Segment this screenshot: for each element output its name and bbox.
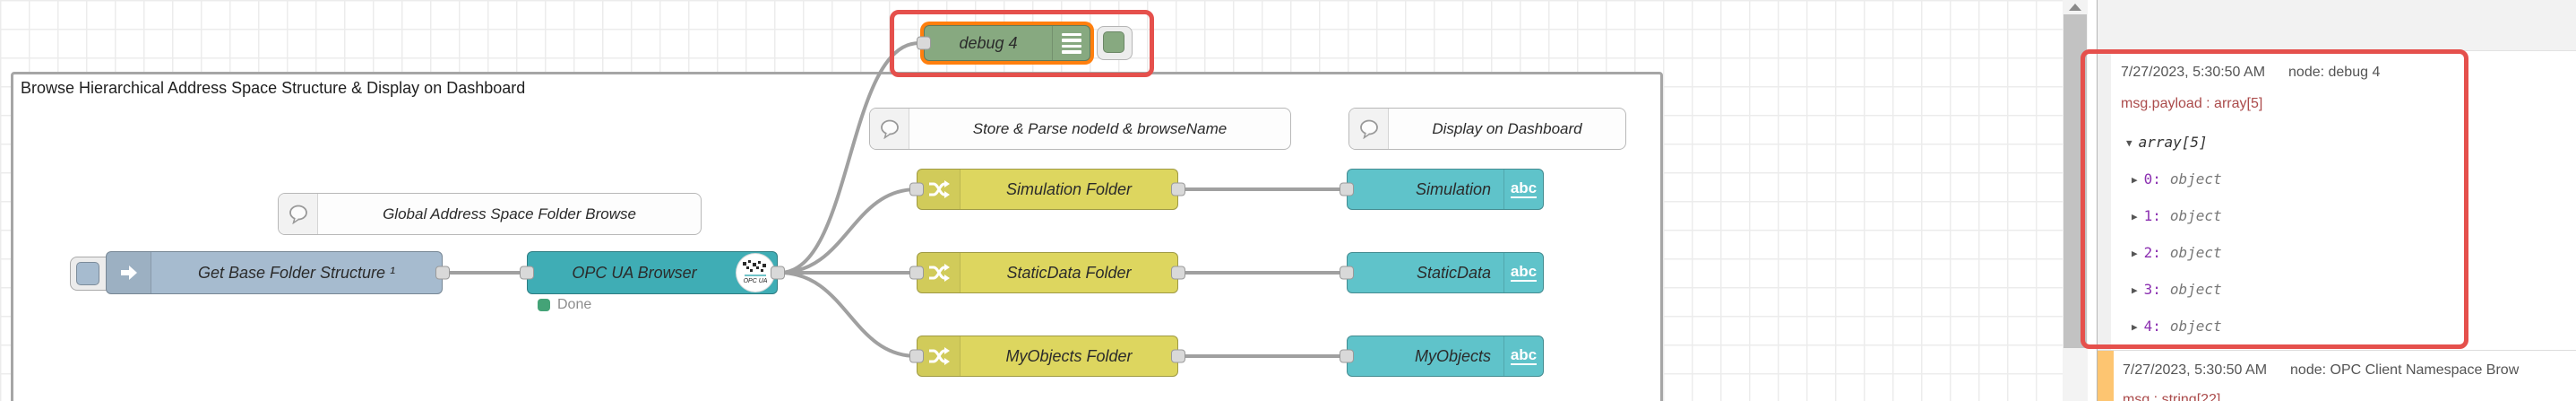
opcua-browser-node[interactable]: OPC UA Browser OPC UA bbox=[520, 251, 785, 294]
output-port[interactable] bbox=[1171, 182, 1185, 196]
debug-sidebar: 7/27/2023, 5:30:50 AM node: debug 4 msg.… bbox=[2097, 0, 2576, 401]
switch-shuffle-icon bbox=[918, 170, 961, 209]
scrollbar-thumb[interactable] bbox=[2063, 14, 2087, 348]
status-dot-icon bbox=[538, 299, 550, 311]
text-node-simulation[interactable]: Simulation abc bbox=[1340, 169, 1544, 210]
message-gutter bbox=[2098, 51, 2111, 350]
scroll-up-icon bbox=[2069, 3, 2081, 11]
node-status: Done bbox=[538, 297, 591, 313]
message-meta: 7/27/2023, 5:30:50 AM node: OPC Client N… bbox=[2123, 362, 2519, 379]
tree-entry[interactable]: ▶0:object bbox=[2132, 170, 2222, 187]
switch-shuffle-icon bbox=[918, 336, 961, 376]
message-source-node: node: OPC Client Namespace Brow bbox=[2290, 362, 2520, 378]
comment-bubble-icon bbox=[279, 194, 318, 234]
expand-icon[interactable]: ▶ bbox=[2132, 284, 2138, 296]
node-label: Simulation bbox=[1415, 179, 1491, 198]
wire[interactable] bbox=[778, 41, 921, 275]
comment-bubble-icon bbox=[1349, 109, 1389, 149]
svg-text:OPC UA: OPC UA bbox=[744, 278, 768, 284]
inject-button-frame bbox=[70, 257, 109, 291]
input-port[interactable] bbox=[1340, 266, 1354, 280]
input-port[interactable] bbox=[917, 36, 931, 50]
opcua-badge-icon: OPC UA bbox=[736, 253, 775, 292]
output-port[interactable] bbox=[1171, 349, 1185, 363]
message-meta: 7/27/2023, 5:30:50 AM node: debug 4 bbox=[2121, 65, 2380, 81]
inject-button[interactable] bbox=[76, 262, 99, 285]
input-port[interactable] bbox=[909, 266, 924, 280]
node-label: Simulation Folder bbox=[1005, 179, 1133, 198]
switch-shuffle-icon bbox=[918, 253, 961, 292]
scroll-up-button[interactable] bbox=[2063, 0, 2088, 13]
message-timestamp: 7/27/2023, 5:30:50 AM bbox=[2121, 65, 2266, 80]
message-source-node: node: debug 4 bbox=[2288, 65, 2381, 80]
wire[interactable] bbox=[778, 187, 918, 275]
output-port[interactable] bbox=[435, 266, 450, 280]
comment-label: Display on Dashboard bbox=[1432, 119, 1582, 137]
switch-node-myobjects[interactable]: MyObjects Folder bbox=[909, 336, 1185, 377]
tree-root-row[interactable]: ▼array[5] bbox=[2126, 134, 2208, 151]
node-label: debug 4 bbox=[959, 33, 1018, 52]
node-label: StaticData bbox=[1416, 263, 1491, 282]
comment-node-display-dashboard[interactable]: Display on Dashboard bbox=[1348, 108, 1626, 150]
abc-text-icon: abc bbox=[1503, 253, 1543, 292]
node-label: OPC UA Browser bbox=[572, 263, 697, 282]
debug-toggle-button[interactable] bbox=[1103, 31, 1124, 53]
abc-text-icon: abc bbox=[1503, 170, 1543, 209]
tree-entry[interactable]: ▶3:object bbox=[2132, 281, 2222, 298]
comment-label: Store & Parse nodeId & browseName bbox=[972, 119, 1228, 137]
message-highlight-bar bbox=[2098, 351, 2114, 401]
comment-node-store-parse[interactable]: Store & Parse nodeId & browseName bbox=[869, 108, 1291, 150]
input-port[interactable] bbox=[520, 266, 534, 280]
expand-icon[interactable]: ▶ bbox=[2132, 174, 2138, 186]
input-port[interactable] bbox=[1340, 182, 1354, 196]
node-label: MyObjects Folder bbox=[1005, 346, 1133, 365]
inject-arrow-icon bbox=[107, 252, 151, 293]
switch-node-simulation[interactable]: Simulation Folder bbox=[909, 169, 1185, 210]
tree-entry[interactable]: ▶2:object bbox=[2132, 244, 2222, 261]
debug-node[interactable]: debug 4 bbox=[917, 25, 1090, 61]
message-property[interactable]: msg : string[22] bbox=[2123, 392, 2221, 401]
output-port[interactable] bbox=[771, 266, 785, 280]
input-port[interactable] bbox=[909, 182, 924, 196]
node-label: StaticData Folder bbox=[1006, 263, 1132, 282]
vertical-scrollbar[interactable] bbox=[2063, 0, 2088, 401]
text-node-myobjects[interactable]: MyObjects abc bbox=[1340, 336, 1544, 377]
wires-layer bbox=[441, 41, 1348, 358]
debug-toggle-frame bbox=[1097, 26, 1133, 60]
comment-bubble-icon bbox=[870, 109, 909, 149]
comment-label: Global Address Space Folder Browse bbox=[383, 205, 636, 222]
status-text: Done bbox=[557, 297, 592, 312]
debug-message[interactable]: 7/27/2023, 5:30:50 AM node: debug 4 msg.… bbox=[2098, 51, 2576, 350]
flow-canvas[interactable]: Browse Hierarchical Address Space Struct… bbox=[0, 0, 2063, 401]
debug-list-icon bbox=[1052, 26, 1090, 60]
message-property[interactable]: msg.payload : array[5] bbox=[2121, 96, 2263, 111]
expand-icon[interactable]: ▶ bbox=[2132, 211, 2138, 222]
tree-entry[interactable]: ▶1:object bbox=[2132, 207, 2222, 224]
input-port[interactable] bbox=[909, 349, 924, 363]
tree-entry[interactable]: ▶4:object bbox=[2132, 318, 2222, 335]
text-node-staticdata[interactable]: StaticData abc bbox=[1340, 252, 1544, 293]
message-timestamp: 7/27/2023, 5:30:50 AM bbox=[2123, 362, 2268, 378]
debug-message[interactable]: 7/27/2023, 5:30:50 AM node: OPC Client N… bbox=[2098, 350, 2576, 401]
output-port[interactable] bbox=[1171, 266, 1185, 280]
comment-node-global-browse[interactable]: Global Address Space Folder Browse bbox=[278, 193, 702, 235]
node-label: MyObjects bbox=[1414, 346, 1491, 365]
input-port[interactable] bbox=[1340, 349, 1354, 363]
group-label: Browse Hierarchical Address Space Struct… bbox=[21, 79, 526, 97]
expand-icon[interactable]: ▶ bbox=[2132, 248, 2138, 259]
collapse-icon[interactable]: ▼ bbox=[2126, 137, 2132, 149]
abc-text-icon: abc bbox=[1503, 336, 1543, 376]
node-label: Get Base Folder Structure ¹ bbox=[197, 263, 396, 282]
expand-icon[interactable]: ▶ bbox=[2132, 321, 2138, 333]
wire[interactable] bbox=[778, 271, 918, 358]
switch-node-staticdata[interactable]: StaticData Folder bbox=[909, 252, 1185, 293]
inject-node[interactable]: Get Base Folder Structure ¹ bbox=[106, 251, 450, 294]
sidebar-top-strip bbox=[2098, 0, 2576, 51]
